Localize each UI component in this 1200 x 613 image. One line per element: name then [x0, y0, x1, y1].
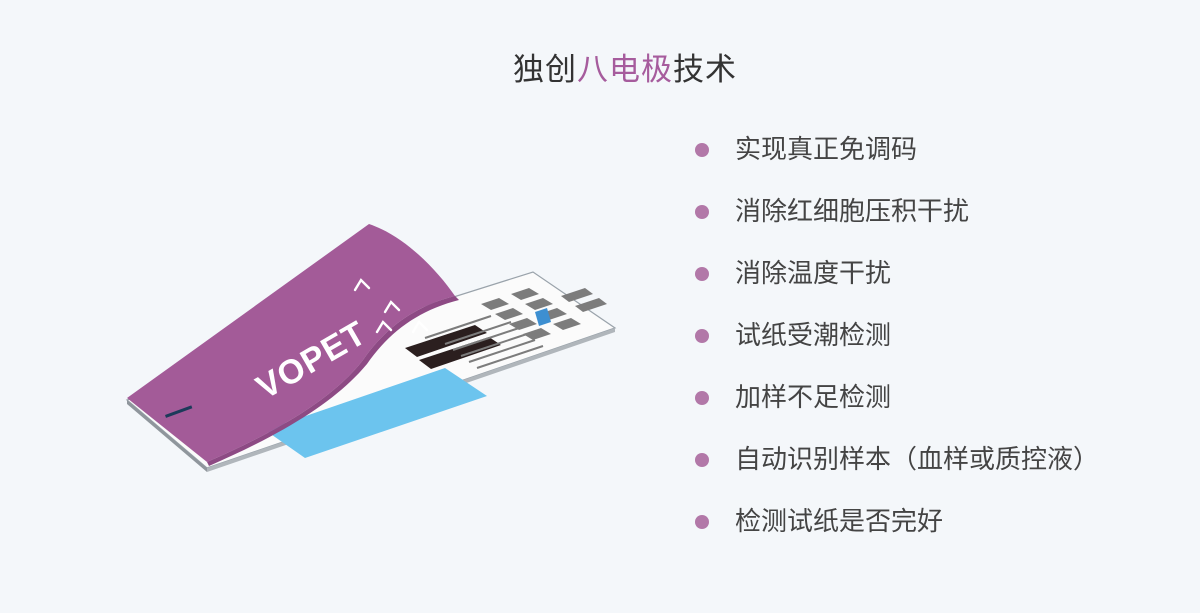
feature-list: 实现真正免调码 消除红细胞压积干扰 消除温度干扰 试纸受潮检测 加样不足检测 自…	[695, 126, 1099, 560]
feature-item: 实现真正免调码	[695, 126, 1099, 188]
electrode-blue-marker	[535, 308, 551, 326]
strip-purple-cover	[127, 224, 455, 462]
strip-dark-band-1	[405, 325, 487, 357]
title-accent: 八电极	[577, 52, 673, 88]
title-suffix: 技术	[673, 52, 737, 88]
feature-item: 消除红细胞压积干扰	[695, 188, 1099, 250]
bullet-dot	[695, 453, 709, 467]
title-prefix: 独创	[513, 52, 577, 88]
bullet-dot	[695, 205, 709, 219]
chevron-arrows	[353, 278, 429, 334]
feature-label: 消除红细胞压积干扰	[735, 197, 970, 227]
feature-item: 试纸受潮检测	[695, 312, 1099, 374]
page-title: 独创八电极技术	[0, 44, 1200, 89]
feature-label: 实现真正免调码	[735, 135, 918, 165]
strip-dark-band-2	[419, 337, 501, 369]
bullet-dot	[695, 267, 709, 281]
bullet-dot	[695, 329, 709, 343]
feature-label: 消除温度干扰	[735, 259, 892, 289]
bullet-dot	[695, 391, 709, 405]
feature-label: 加样不足检测	[735, 383, 892, 413]
feature-label: 检测试纸是否完好	[735, 507, 944, 537]
strip-blue-layer	[265, 368, 487, 458]
test-strip-illustration: VOPET	[125, 224, 617, 472]
bullet-dot	[695, 515, 709, 529]
feature-item: 检测试纸是否完好	[695, 498, 1099, 560]
feature-item: 加样不足检测	[695, 374, 1099, 436]
feature-item: 自动识别样本（血样或质控液）	[695, 436, 1099, 498]
electrode-traces	[424, 315, 544, 369]
strip-sample-slot	[165, 405, 193, 418]
feature-item: 消除温度干扰	[695, 250, 1099, 312]
strip-base-edge	[127, 400, 207, 472]
feature-label: 试纸受潮检测	[735, 321, 892, 351]
feature-label: 自动识别样本（血样或质控液）	[735, 445, 1100, 475]
bullet-dot	[695, 143, 709, 157]
